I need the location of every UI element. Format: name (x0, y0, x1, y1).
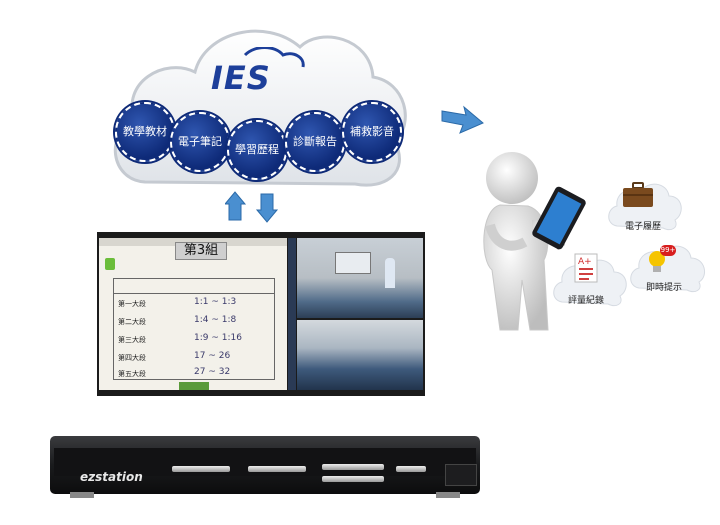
device-button-power[interactable] (396, 466, 426, 472)
handwritten-answer: 1:4 ~ 1:8 (194, 315, 237, 325)
lightbulb-icon (649, 251, 665, 272)
arrow-right-icon (441, 105, 484, 134)
projector-board (335, 252, 371, 274)
ies-logo-text: IES (211, 59, 271, 97)
ies-logo: IES (205, 46, 325, 101)
notification-badge: 99+ (660, 245, 676, 256)
row-label: 第四大段 (118, 354, 146, 362)
handwritten-answer: 1:9 ~ 1:16 (194, 333, 242, 343)
cloud-logo-icon (243, 46, 305, 68)
bubble-diagnosis-report: 診斷報告 (285, 112, 345, 172)
group-title: 第3組 (175, 242, 227, 260)
handwritten-answer: 17 ~ 26 (194, 351, 231, 361)
bubble-remedial-video: 補救影音 (342, 102, 402, 162)
ezstation-device: ezstation (50, 432, 480, 502)
answer-table: 第一大段 第二大段 第三大段 第四大段 第五大段 1:1 ~ 1:3 1:4 ~… (113, 278, 275, 380)
device-button-record[interactable] (248, 466, 306, 472)
bubble-teaching-material: 教學教材 (115, 102, 175, 162)
app-logo-icon (105, 258, 115, 270)
answer-table-header (114, 279, 274, 294)
label-assessment-record: 評量紀錄 (568, 296, 605, 306)
cloud-assessment (553, 259, 627, 307)
teacher-figure (385, 258, 395, 288)
label-instant-hint: 即時提示 (646, 283, 683, 293)
svg-text:A+: A+ (578, 257, 592, 267)
usb-port (445, 464, 477, 486)
briefcase-icon (623, 182, 653, 207)
classroom-camera-top (297, 238, 423, 318)
row-label: 第一大段 (118, 300, 146, 308)
worksheet-view: 第3組 第一大段 第二大段 第三大段 第四大段 第五大段 1:1 ~ 1:3 1… (99, 238, 287, 390)
row-label: 第五大段 (118, 370, 146, 378)
device-button-play[interactable] (172, 466, 230, 472)
bubble-learning-history: 學習歷程 (227, 120, 287, 180)
drawing-toolbar[interactable] (288, 238, 296, 390)
handwritten-answer: 27 ~ 32 (194, 367, 231, 377)
row-label: 第三大段 (118, 336, 146, 344)
device-brand: ezstation (80, 470, 143, 484)
classroom-screen: 第3組 第一大段 第二大段 第三大段 第四大段 第五大段 1:1 ~ 1:3 1… (97, 232, 425, 396)
bubble-e-notes: 電子筆記 (170, 112, 230, 172)
tablet-icon (532, 186, 586, 250)
classroom-camera-bottom (297, 320, 423, 390)
sync-arrows-icon (225, 191, 279, 223)
report-icon: A+ (574, 253, 598, 283)
device-button-nav-down[interactable] (322, 476, 384, 482)
handwritten-answer: 1:1 ~ 1:3 (194, 297, 237, 307)
ies-cloud: IES 教學教材 電子筆記 學習歷程 診斷報告 補救影音 (105, 12, 415, 197)
label-resume: 電子履歷 (625, 222, 662, 232)
row-label: 第二大段 (118, 318, 146, 326)
device-button-nav-up[interactable] (322, 464, 384, 470)
bottom-tool-strip[interactable] (179, 382, 209, 390)
